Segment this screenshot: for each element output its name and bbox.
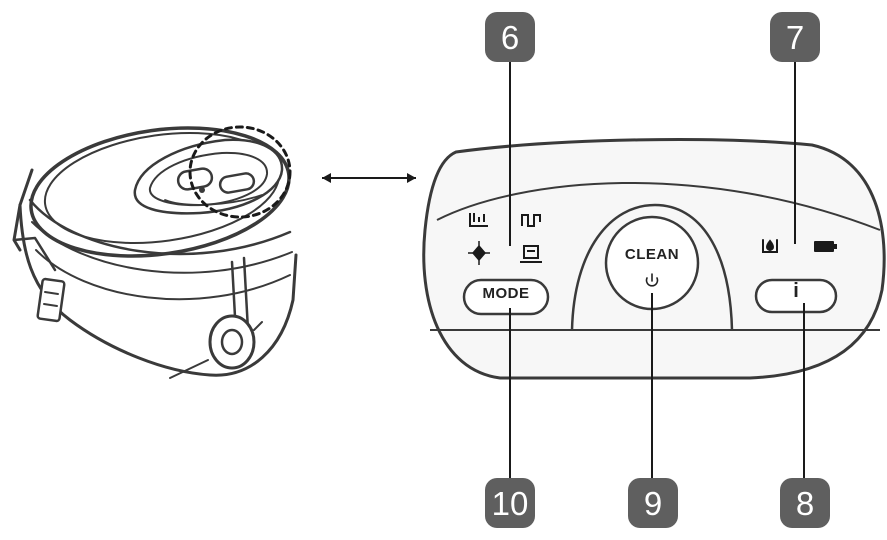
robot-cleaner-illustration (12, 125, 298, 379)
callout-mode-indicators: 6 (485, 12, 535, 62)
clean-button-label: CLEAN (624, 246, 680, 263)
double-arrow (322, 173, 416, 183)
zigzag-cleaning-icon (521, 214, 541, 227)
callout-clean-button: 9 (628, 478, 678, 528)
power-icon (645, 273, 659, 287)
mode-button-label: MODE (482, 285, 530, 302)
callout-info-button: 8 (780, 478, 830, 528)
battery-icon (814, 241, 837, 252)
mode-button[interactable] (462, 278, 550, 316)
callout-status-indicators: 7 (770, 12, 820, 62)
callout-mode-button: 10 (485, 478, 535, 528)
edge-cleaning-icon (469, 213, 488, 227)
info-button-label: i (793, 280, 799, 302)
water-drop-icon (762, 239, 778, 253)
spot-cleaning-icon (468, 241, 490, 265)
info-button[interactable] (754, 278, 838, 314)
area-cleaning-icon (520, 245, 542, 263)
leader-lines (509, 62, 805, 478)
